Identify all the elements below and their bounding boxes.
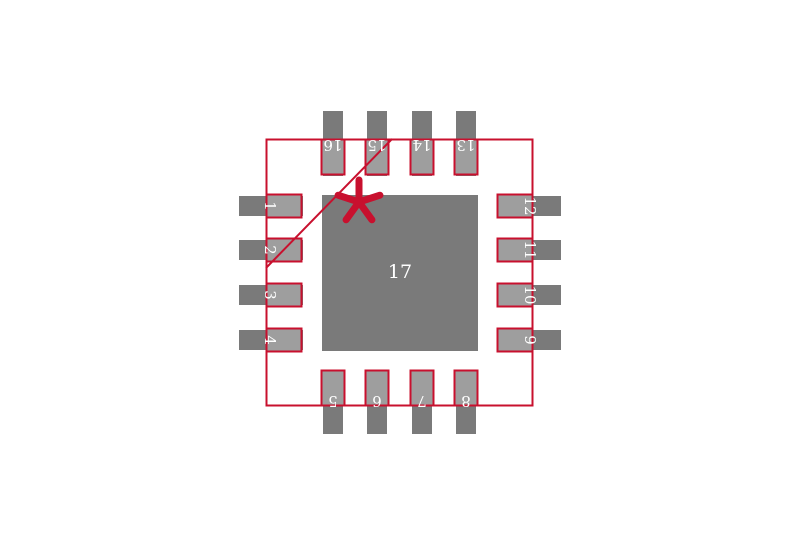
- pin1-asterisk-icon: [334, 176, 384, 224]
- pin-3-label: 3: [261, 290, 279, 300]
- pin-15-label: 15: [367, 136, 386, 154]
- pin-2-label: 2: [261, 245, 279, 255]
- pin-1-label: 1: [261, 201, 279, 211]
- pin1-chamfer-line: [265, 138, 393, 269]
- pin-7-label: 7: [417, 392, 427, 410]
- pin-9-label: 9: [521, 335, 539, 345]
- pin1-asterisk-arm: [334, 191, 363, 206]
- pin-11-label: 11: [521, 240, 539, 259]
- pin-14-label: 14: [412, 136, 431, 154]
- pin-10-label: 10: [521, 285, 539, 304]
- pin-12-label: 12: [521, 196, 539, 215]
- pin-4-label: 4: [261, 335, 279, 345]
- package-body-outline: [265, 138, 534, 407]
- pin-13-label: 13: [456, 136, 475, 154]
- pin-16-label: 16: [323, 136, 342, 154]
- pin-8-label: 8: [461, 392, 471, 410]
- exposed-pad-label: 17: [388, 261, 412, 283]
- pin-6-label: 6: [372, 392, 382, 410]
- pin-5-label: 5: [328, 392, 338, 410]
